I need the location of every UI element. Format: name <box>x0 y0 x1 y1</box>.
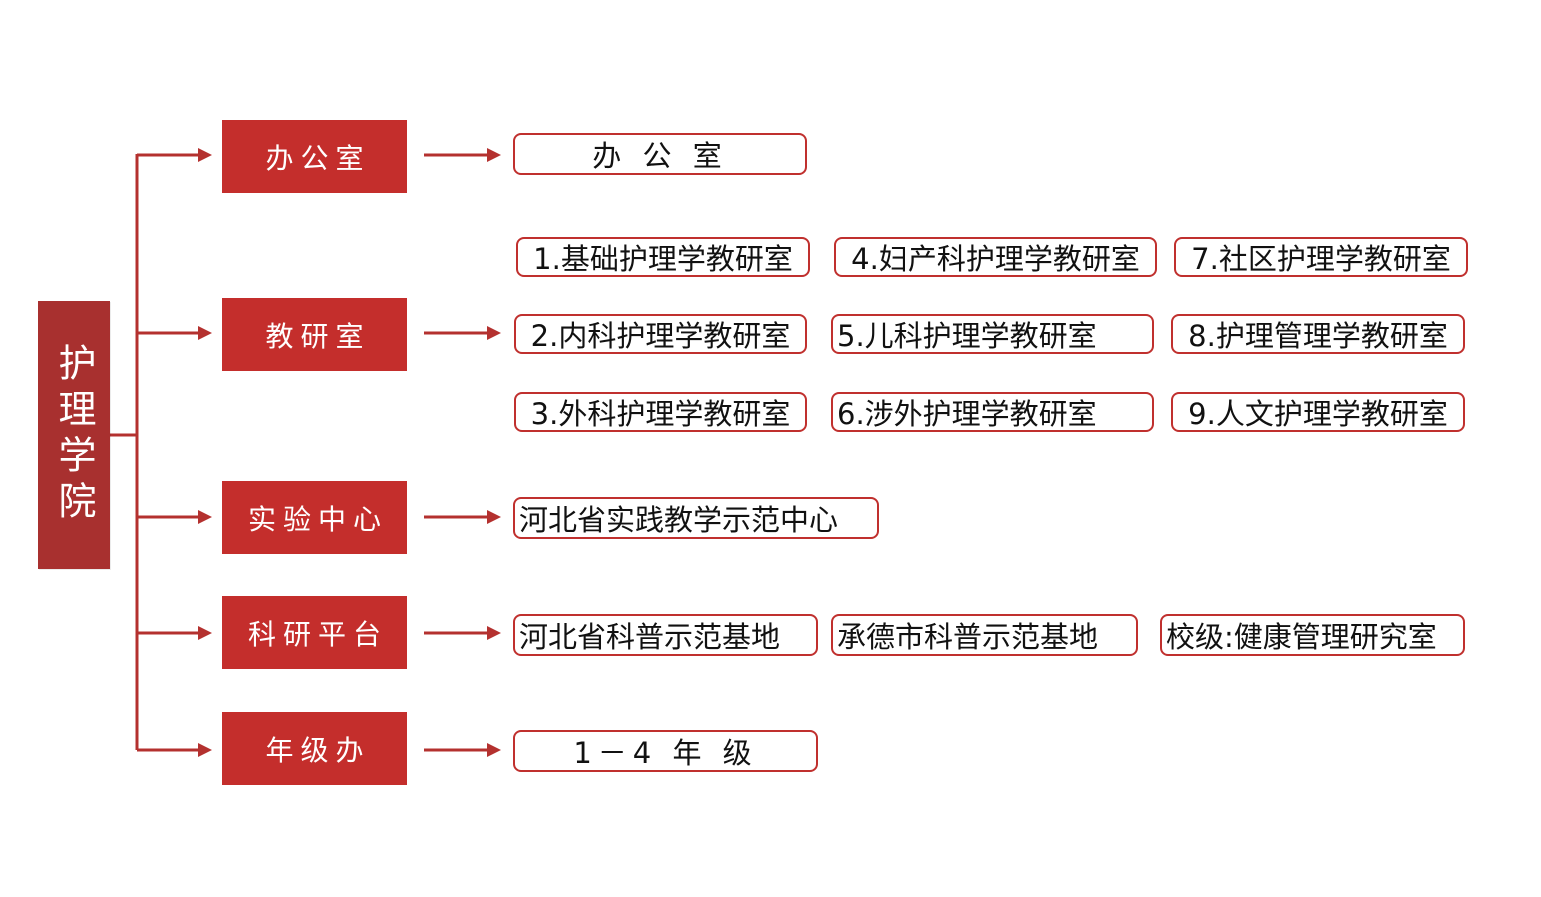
category-office: 办公室 <box>222 120 407 193</box>
leaf-lab: 河北省实践教学示范中心 <box>513 497 879 539</box>
branch-arrow-office <box>198 148 212 162</box>
category-teaching-label: 教研室 <box>265 319 371 353</box>
leaf-grade: 1－4 年 级 <box>513 730 818 772</box>
root-label: 护理学院 <box>52 343 96 527</box>
link-arrow-office <box>487 148 501 162</box>
link-arrow-teaching <box>487 326 501 340</box>
leaf-teaching-6: 6.涉外护理学教研室 <box>831 392 1154 432</box>
leaf-research-2: 承德市科普示范基地 <box>831 614 1138 656</box>
link-arrow-grade <box>487 743 501 757</box>
link-arrow-research <box>487 626 501 640</box>
leaf-teaching-1: 1.基础护理学教研室 <box>516 237 810 277</box>
branch-arrow-teaching <box>198 326 212 340</box>
category-lab-label: 实验中心 <box>247 502 388 536</box>
leaf-teaching-8: 8.护理管理学教研室 <box>1171 314 1465 354</box>
category-grade: 年级办 <box>222 712 407 785</box>
root-node: 护理学院 <box>38 301 110 569</box>
category-research-label: 科研平台 <box>247 617 388 651</box>
leaf-research-3: 校级:健康管理研究室 <box>1160 614 1465 656</box>
branch-arrow-research <box>198 626 212 640</box>
leaf-office: 办 公 室 <box>513 133 807 175</box>
leaf-teaching-4: 4.妇产科护理学教研室 <box>834 237 1157 277</box>
category-lab: 实验中心 <box>222 481 407 554</box>
branch-arrow-lab <box>198 510 212 524</box>
leaf-teaching-7: 7.社区护理学教研室 <box>1174 237 1468 277</box>
category-office-label: 办公室 <box>265 141 371 175</box>
category-teaching: 教研室 <box>222 298 407 371</box>
leaf-teaching-9: 9.人文护理学教研室 <box>1171 392 1465 432</box>
link-arrow-lab <box>487 510 501 524</box>
category-grade-label: 年级办 <box>265 733 371 767</box>
leaf-teaching-2: 2.内科护理学教研室 <box>514 314 807 354</box>
branch-arrow-grade <box>198 743 212 757</box>
leaf-teaching-5: 5.儿科护理学教研室 <box>831 314 1154 354</box>
leaf-teaching-3: 3.外科护理学教研室 <box>514 392 807 432</box>
leaf-research-1: 河北省科普示范基地 <box>513 614 818 656</box>
category-research: 科研平台 <box>222 596 407 669</box>
